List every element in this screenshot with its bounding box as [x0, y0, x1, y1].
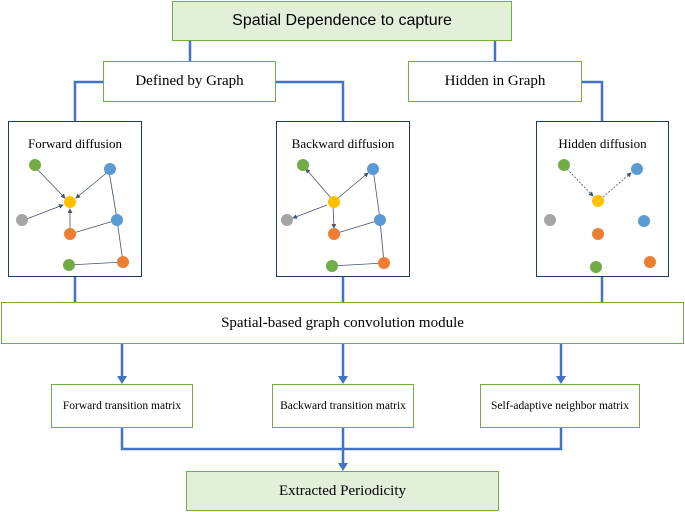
node-green-bottom — [63, 259, 75, 271]
edge-yellow-to-green — [305, 168, 332, 199]
panel-forward-title: Forward diffusion — [27, 136, 122, 151]
panel-backward-diffusion: Backward diffusion — [276, 121, 410, 277]
node-orange-bottom — [117, 256, 129, 268]
panel-hidden-diffusion: Hidden diffusion — [536, 121, 669, 277]
branch-left-label: Defined by Graph — [135, 73, 244, 89]
backward-diffusion-graph — [281, 159, 390, 272]
node-green-top — [29, 159, 41, 171]
graph-convolution-module-box: Spatial-based graph convolution module — [1, 302, 684, 344]
edge-green-to-yellow — [34, 166, 66, 199]
edge-blue-orange-mid — [333, 219, 381, 235]
node-green-top — [558, 159, 570, 171]
node-green-top — [297, 159, 309, 171]
edge-yellow-to-orange — [331, 205, 337, 229]
connector-branch-left-backward — [276, 80, 345, 121]
edge-green-orange-bottom — [331, 262, 385, 267]
module-label: Spatial-based graph convolution module — [221, 314, 464, 331]
edge-blue-blue — [372, 168, 381, 220]
panel-forward-diffusion: Forward diffusion — [8, 121, 142, 277]
branch-right-box: Hidden in Graph — [408, 61, 582, 102]
adaptive-matrix-box: Self-adaptive neighbor matrix — [480, 384, 640, 428]
connector-matrices-merge — [120, 428, 563, 451]
arrowhead-forward-matrix — [117, 376, 127, 384]
edge-gray-to-yellow — [23, 204, 64, 221]
node-blue-mid — [111, 214, 123, 226]
edge-yellow-to-blue-dotted — [602, 172, 632, 198]
branch-right-label: Hidden in Graph — [444, 73, 546, 89]
node-green-bottom — [326, 260, 338, 272]
node-blue-top — [367, 163, 379, 175]
backward-matrix-label: Backward transition matrix — [280, 400, 406, 412]
edge-green-orange-bottom — [68, 261, 124, 266]
node-green-bottom — [590, 261, 602, 273]
node-gray — [281, 214, 293, 226]
connector-branch-right-hidden — [582, 80, 604, 121]
node-blue-top — [631, 163, 643, 175]
output-label: Extracted Periodicity — [278, 482, 407, 499]
edge-blue-blue — [108, 170, 118, 220]
edge-green-to-yellow-dotted — [566, 168, 594, 197]
node-orange-mid — [64, 228, 76, 240]
node-yellow-center — [64, 196, 76, 208]
connector-branch-left-forward — [73, 80, 103, 121]
top-title-box: Spatial Dependence to capture — [172, 1, 512, 41]
edge-blue-orange-bottom — [379, 219, 385, 264]
node-gray — [544, 214, 556, 226]
node-orange-bottom — [378, 257, 390, 269]
node-orange-bottom — [644, 256, 656, 268]
forward-diffusion-graph — [16, 159, 129, 271]
node-orange-mid — [328, 228, 340, 240]
node-blue-mid — [638, 215, 650, 227]
edge-blue-orange-bottom — [116, 219, 124, 263]
edge-yellow-to-blue — [337, 172, 369, 199]
arrowhead-output — [338, 463, 348, 471]
arrowhead-backward-matrix — [338, 376, 348, 384]
backward-matrix-box: Backward transition matrix — [272, 384, 414, 428]
edge-blue-to-yellow — [75, 170, 110, 199]
hidden-diffusion-graph — [544, 159, 656, 273]
adaptive-matrix-label: Self-adaptive neighbor matrix — [491, 400, 629, 412]
node-orange-mid — [592, 228, 604, 240]
edge-blue-orange-mid — [69, 219, 118, 235]
node-blue-top — [104, 163, 116, 175]
panel-backward-title: Backward diffusion — [291, 136, 395, 151]
node-blue-mid — [374, 214, 386, 226]
branch-left-box: Defined by Graph — [103, 61, 276, 102]
output-box: Extracted Periodicity — [186, 471, 499, 511]
arrowhead-adaptive-matrix — [556, 376, 566, 384]
top-title: Spatial Dependence to capture — [232, 12, 452, 29]
node-yellow-center — [592, 195, 604, 207]
forward-matrix-box: Forward transition matrix — [51, 384, 193, 428]
panel-hidden-title: Hidden diffusion — [558, 136, 647, 151]
edge-yellow-to-gray — [292, 204, 328, 219]
node-gray — [16, 214, 28, 226]
forward-matrix-label: Forward transition matrix — [62, 400, 182, 412]
node-yellow-center — [328, 196, 340, 208]
